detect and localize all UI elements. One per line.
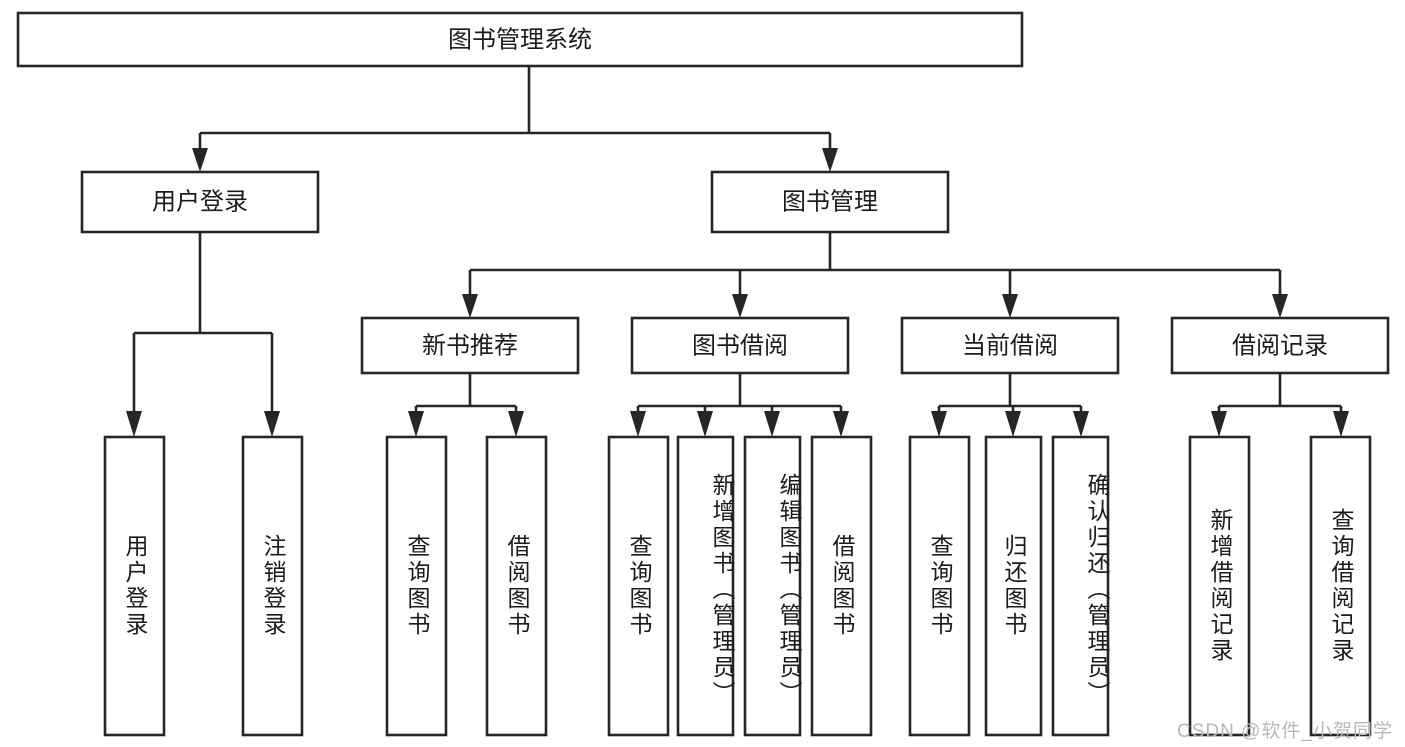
leaf-box-confirm-return[interactable] (1051, 435, 1110, 737)
arrow-to-new-book-rec (462, 294, 478, 318)
arrow-to-leaf-query-book-cb (931, 411, 947, 437)
leaf-box-query-book-cb[interactable] (908, 435, 971, 737)
leaf-box-edit-book[interactable] (743, 435, 802, 737)
node-borrow-record[interactable]: 借阅记录 (1170, 316, 1390, 375)
arrow-to-book-manage (822, 148, 838, 172)
connectors-current-borrow-to-leaves (931, 373, 1089, 437)
leaf-box-return-book[interactable] (984, 435, 1043, 737)
new-book-rec-label: 新书推荐 (422, 332, 518, 359)
node-new-book-rec[interactable]: 新书推荐 (360, 316, 580, 375)
leaf-box-query-book-br[interactable] (607, 435, 670, 737)
book-borrow-box[interactable] (630, 316, 850, 375)
arrow-to-leaf-query-record (1333, 411, 1349, 437)
book-borrow-label: 图书借阅 (692, 332, 788, 359)
node-current-borrow[interactable]: 当前借阅 (900, 316, 1120, 375)
book-manage-box[interactable] (710, 170, 950, 234)
arrow-to-leaf-query-book-br (630, 411, 646, 437)
new-book-rec-box[interactable] (360, 316, 580, 375)
leaf-box-user-logout[interactable] (241, 435, 304, 737)
root-box[interactable] (16, 11, 1024, 68)
node-book-manage[interactable]: 图书管理 (710, 170, 950, 234)
leaf-box-borrow-book-br[interactable] (810, 435, 873, 737)
arrow-to-leaf-borrow-book-br (833, 411, 849, 437)
book-manage-label: 图书管理 (782, 188, 878, 215)
arrow-to-leaf-return-book (1005, 411, 1021, 437)
connectors-book-manage-to-level3 (462, 232, 1288, 318)
leaf-box-query-record[interactable] (1309, 435, 1372, 737)
node-user-login[interactable]: 用户登录 (80, 170, 320, 234)
arrow-to-leaf-user-logout (264, 411, 280, 437)
connectors-new-book-rec-to-leaves (408, 373, 524, 437)
connectors-borrow-record-to-leaves (1211, 373, 1349, 437)
leaf-box-borrow-book-rec[interactable] (485, 435, 548, 737)
leaf-boxes (103, 435, 1372, 737)
leaf-box-add-record[interactable] (1188, 435, 1251, 737)
arrow-to-book-borrow (732, 294, 748, 318)
node-book-borrow[interactable]: 图书借阅 (630, 316, 850, 375)
leaf-box-user-login[interactable] (103, 435, 166, 737)
watermark: CSDN @软件_小贺同学 (1177, 721, 1393, 742)
arrow-to-current-borrow (1002, 294, 1018, 318)
borrow-record-box[interactable] (1170, 316, 1390, 375)
arrow-to-borrow-record (1272, 294, 1288, 318)
arrow-to-leaf-query-book-rec (408, 411, 424, 437)
current-borrow-label: 当前借阅 (962, 332, 1058, 359)
root-label: 图书管理系统 (448, 26, 592, 53)
leaf-box-query-book-rec[interactable] (385, 435, 448, 737)
arrow-to-leaf-borrow-book-rec (508, 411, 524, 437)
connectors-book-borrow-to-leaves (630, 373, 849, 437)
node-root[interactable]: 图书管理系统 (16, 11, 1024, 68)
user-login-label: 用户登录 (152, 188, 248, 215)
arrow-to-leaf-add-book (697, 411, 713, 437)
arrow-to-leaf-user-login (126, 411, 142, 437)
connectors-root-to-level2 (192, 66, 838, 172)
connectors-user-login-to-leaves (126, 232, 280, 437)
leaf-box-add-book[interactable] (676, 435, 735, 737)
borrow-record-label: 借阅记录 (1232, 332, 1328, 359)
arrow-to-leaf-confirm-return (1073, 411, 1089, 437)
current-borrow-box[interactable] (900, 316, 1120, 375)
arrow-to-user-login (192, 148, 208, 172)
arrow-to-leaf-edit-book (764, 411, 780, 437)
arrow-to-leaf-add-record (1211, 411, 1227, 437)
